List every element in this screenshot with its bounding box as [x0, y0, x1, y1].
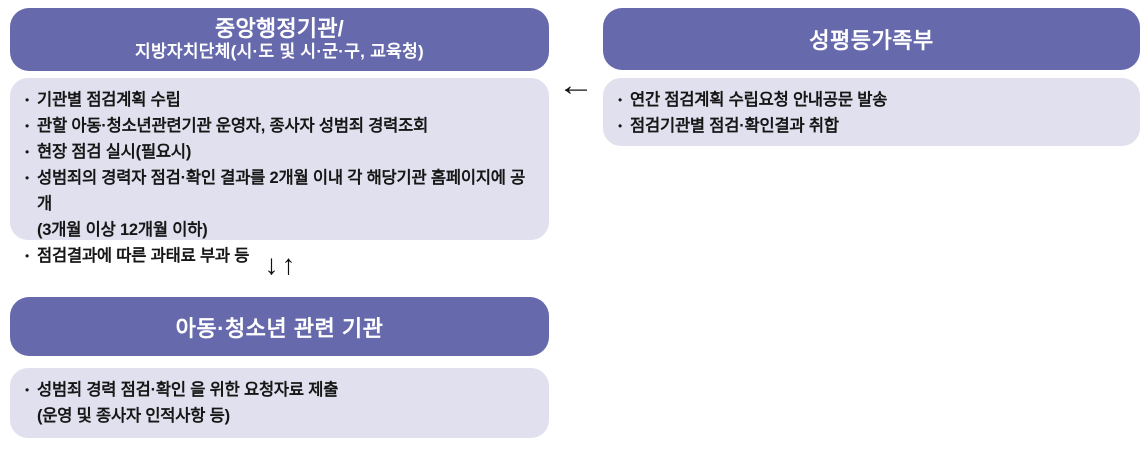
list-item: • 성범죄의 경력자 점검·확인 결과를 2개월 이내 각 해당기관 홈페이지에… — [25, 165, 531, 217]
list-item: • 연간 점검계획 수립요청 안내공문 발송 — [618, 87, 1122, 113]
list-item-text: 점검결과에 따른 과태료 부과 등 — [37, 247, 250, 265]
bullet-icon: • — [25, 383, 30, 397]
gender-equality-ministry-task-list: • 연간 점검계획 수립요청 안내공문 발송 • 점검기관별 점검·확인결과 취… — [603, 78, 1140, 146]
bullet-icon: • — [618, 119, 623, 133]
list-item-text: 관할 아동·청소년관련기관 운영자, 종사자 성범죄 경력조회 — [37, 117, 429, 135]
child-youth-institution-task-list: • 성범죄 경력 점검·확인 을 위한 요청자료 제출 (운영 및 종사자 인적… — [10, 368, 549, 438]
list-item-text: 기관별 점검계획 수립 — [37, 91, 181, 109]
central-admin-title-line1: 중앙행정기관/ — [215, 15, 344, 41]
bullet-icon: • — [618, 93, 623, 107]
bullet-icon: • — [25, 93, 30, 107]
list-item-continuation: (3개월 이상 12개월 이하) — [37, 221, 208, 239]
list-item-text: 연간 점검계획 수립요청 안내공문 발송 — [630, 91, 888, 109]
child-youth-institution-title: 아동·청소년 관련 기관 — [175, 315, 384, 341]
gender-equality-ministry-title: 성평등가족부 — [809, 28, 934, 53]
central-admin-task-list: • 기관별 점검계획 수립 • 관할 아동·청소년관련기관 운영자, 종사자 성… — [10, 78, 549, 265]
bullet-icon: • — [25, 119, 30, 133]
list-item-text: 현장 점검 실시(필요시) — [37, 143, 192, 161]
list-item: • 기관별 점검계획 수립 — [25, 87, 531, 113]
central-admin-title-line2: 지방자치단체(시·도 및 시·군·구, 교육청) — [135, 42, 424, 62]
list-item: • 점검기관별 점검·확인결과 취합 — [618, 113, 1122, 139]
left-arrow-icon: ← — [557, 69, 595, 102]
bullet-icon: • — [25, 171, 30, 185]
gender-equality-ministry-header-box: 성평등가족부 — [603, 8, 1140, 70]
list-item-text: 점검기관별 점검·확인결과 취합 — [630, 117, 839, 135]
bidirectional-arrows: ↓ ↑ — [258, 244, 302, 286]
list-item: • 점검결과에 따른 과태료 부과 등 — [25, 243, 531, 269]
child-youth-institution-header-box: 아동·청소년 관련 기관 — [10, 297, 549, 356]
central-admin-header-box: 중앙행정기관/ 지방자치단체(시·도 및 시·군·구, 교육청) — [10, 8, 549, 71]
list-item-continuation: (운영 및 종사자 인적사항 등) — [37, 407, 230, 425]
down-arrow-icon: ↓ — [264, 249, 279, 280]
list-item: • 현장 점검 실시(필요시) — [25, 139, 531, 165]
bullet-icon: • — [25, 249, 30, 263]
up-arrow-icon: ↑ — [281, 249, 296, 280]
list-item-text: 성범죄 경력 점검·확인 을 위한 요청자료 제출 — [37, 381, 339, 399]
list-item: • 성범죄 경력 점검·확인 을 위한 요청자료 제출 — [25, 377, 531, 403]
list-item: • 관할 아동·청소년관련기관 운영자, 종사자 성범죄 경력조회 — [25, 113, 531, 139]
bullet-icon: • — [25, 145, 30, 159]
list-item-text: 성범죄의 경력자 점검·확인 결과를 2개월 이내 각 해당기관 홈페이지에 공… — [37, 169, 526, 213]
